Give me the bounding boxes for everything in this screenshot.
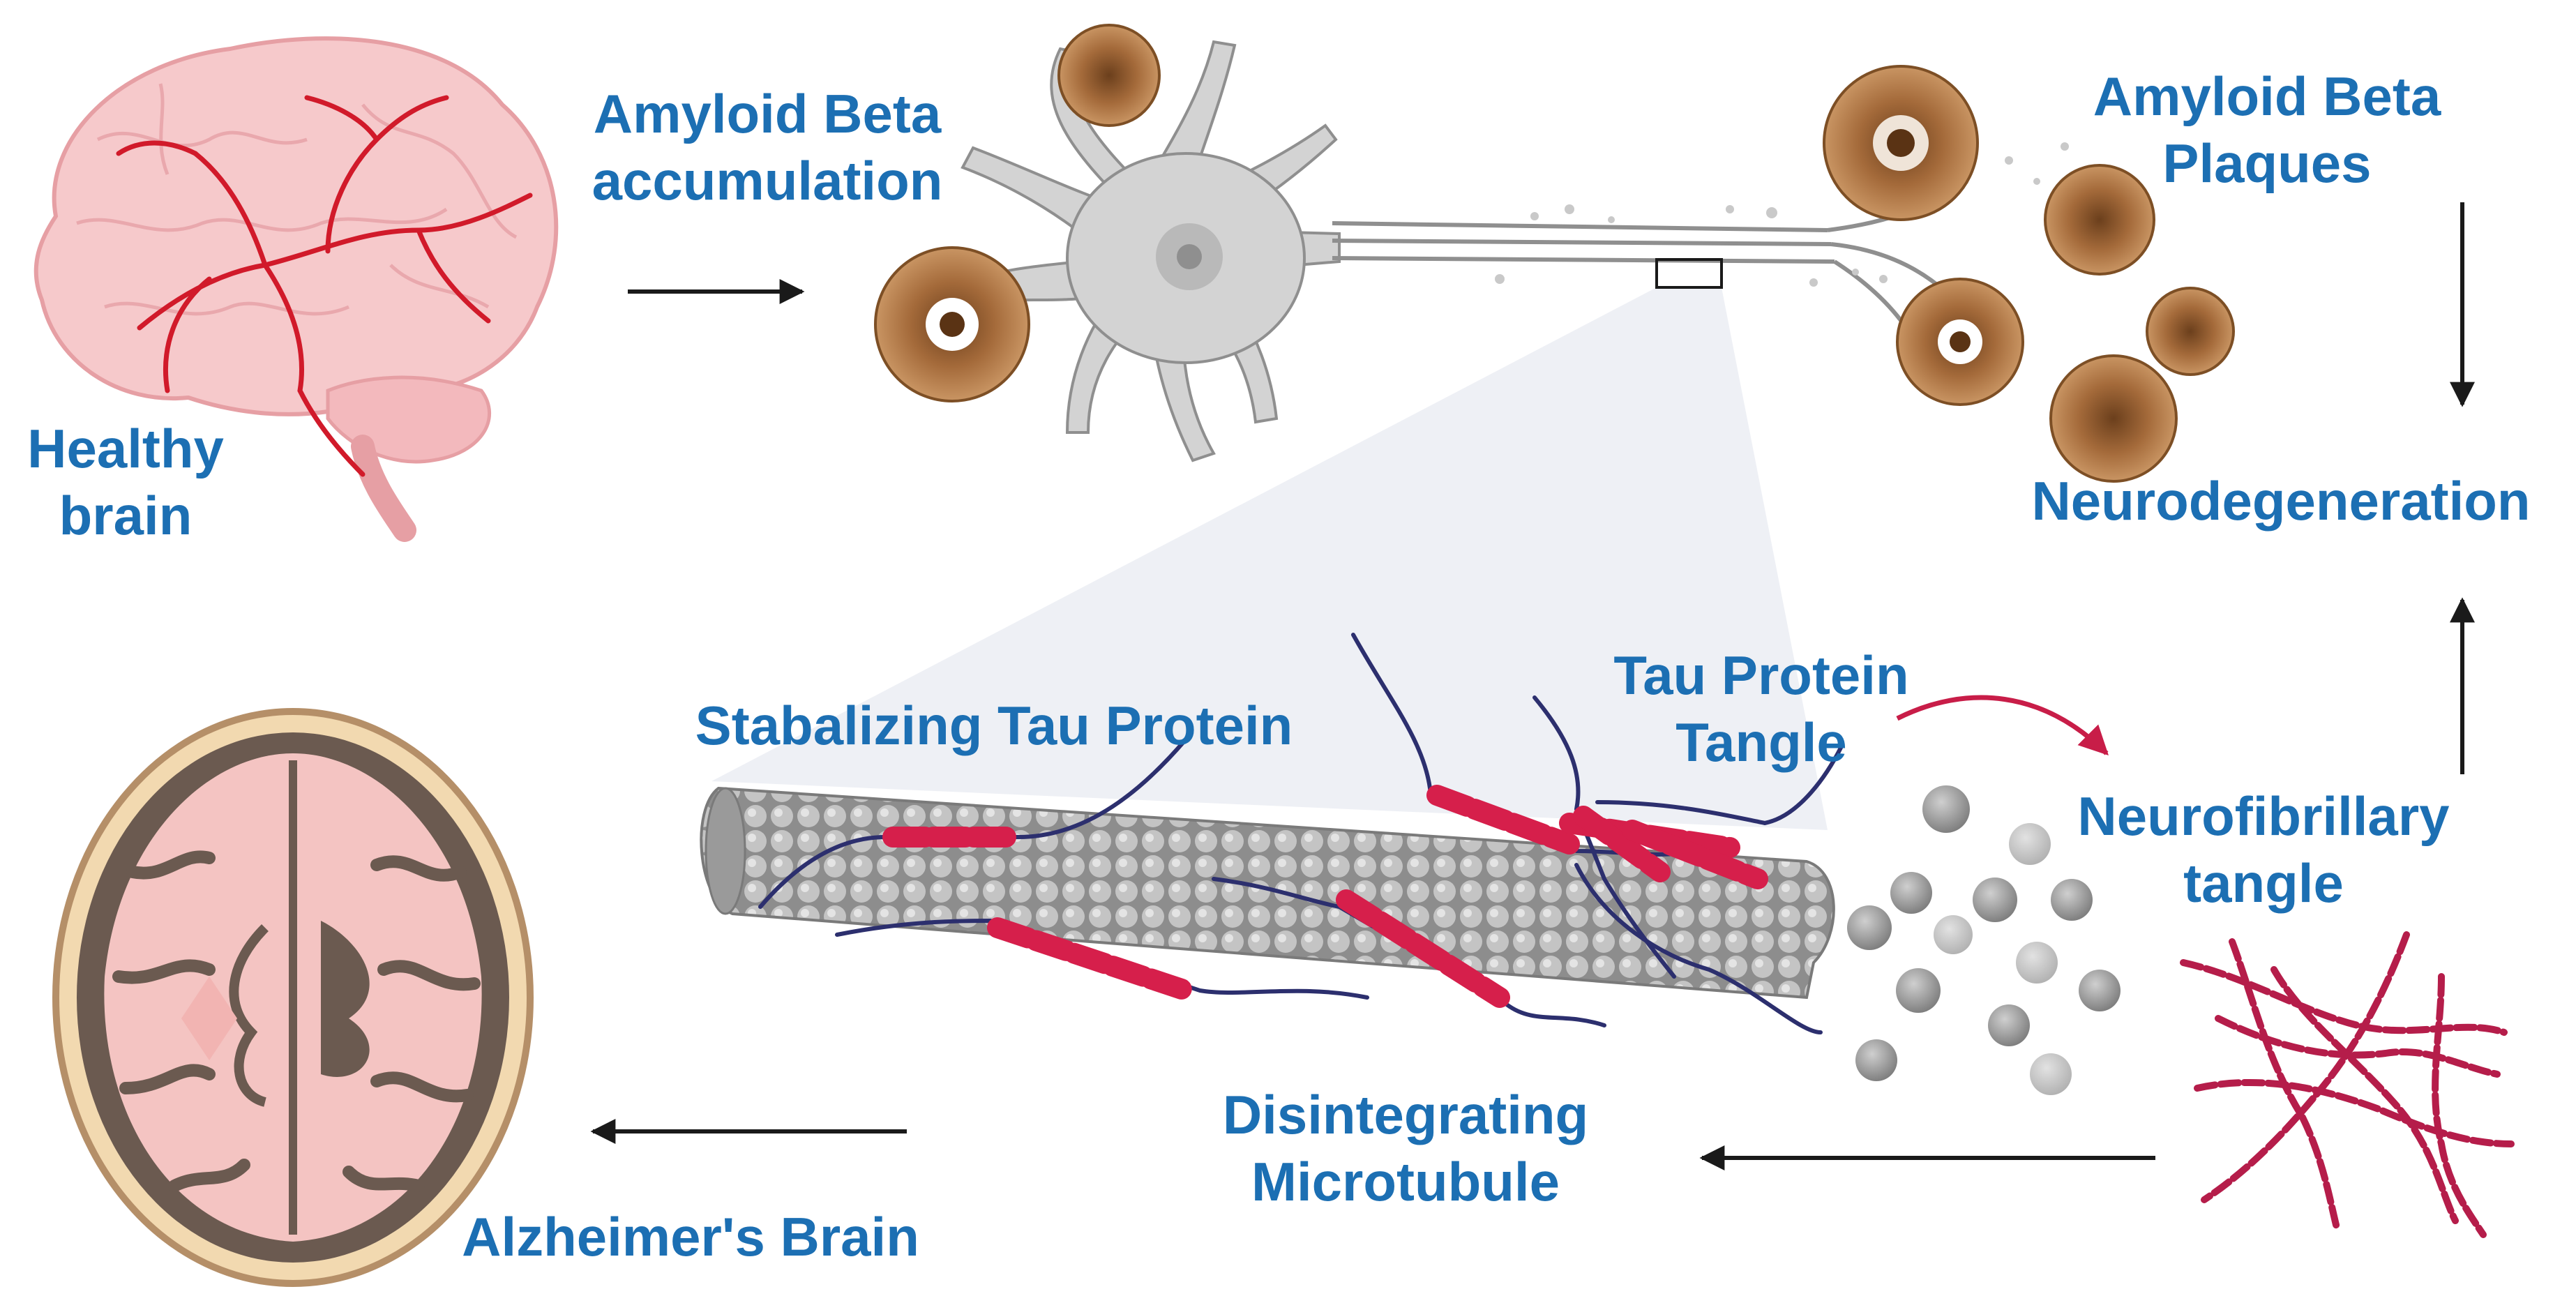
label-disintegrating-microtubule: Disintegrating Microtubule: [1222, 1084, 1589, 1212]
alzheimers-brain-icon: [52, 708, 534, 1287]
zoom-wedge: [711, 287, 1828, 830]
label-amyloid-plaques: Amyloid Beta Plaques: [2093, 66, 2441, 194]
axon-zoom-box: [1655, 258, 1723, 289]
label-neurodegeneration: Neurodegeneration: [2031, 470, 2531, 532]
label-stabilizing-tau: Stabalizing Tau Protein: [695, 695, 1293, 756]
neuron-icon: [954, 40, 2069, 462]
amyloid-plaque-icon: [874, 24, 2235, 483]
tau-protein-icon: [758, 633, 1844, 1034]
label-amyloid-accumulation: Amyloid Beta accumulation: [592, 83, 943, 211]
neurofibrillary-tangle-icon: [2180, 931, 2515, 1238]
label-tau-tangle: Tau Protein Tangle: [1613, 645, 1909, 773]
arrow-icon: [590, 202, 2475, 1170]
arrow-tau-to-neurofibrillary: [1896, 695, 2109, 755]
label-alzheimers-brain: Alzheimer's Brain: [462, 1206, 919, 1267]
healthy-brain-icon: [33, 36, 559, 542]
label-neurofibrillary-tangle: Neurofibrillary tangle: [2077, 785, 2450, 914]
label-healthy-brain: Healthy brain: [27, 418, 224, 546]
tubulin-subunits: [1847, 785, 2121, 1095]
